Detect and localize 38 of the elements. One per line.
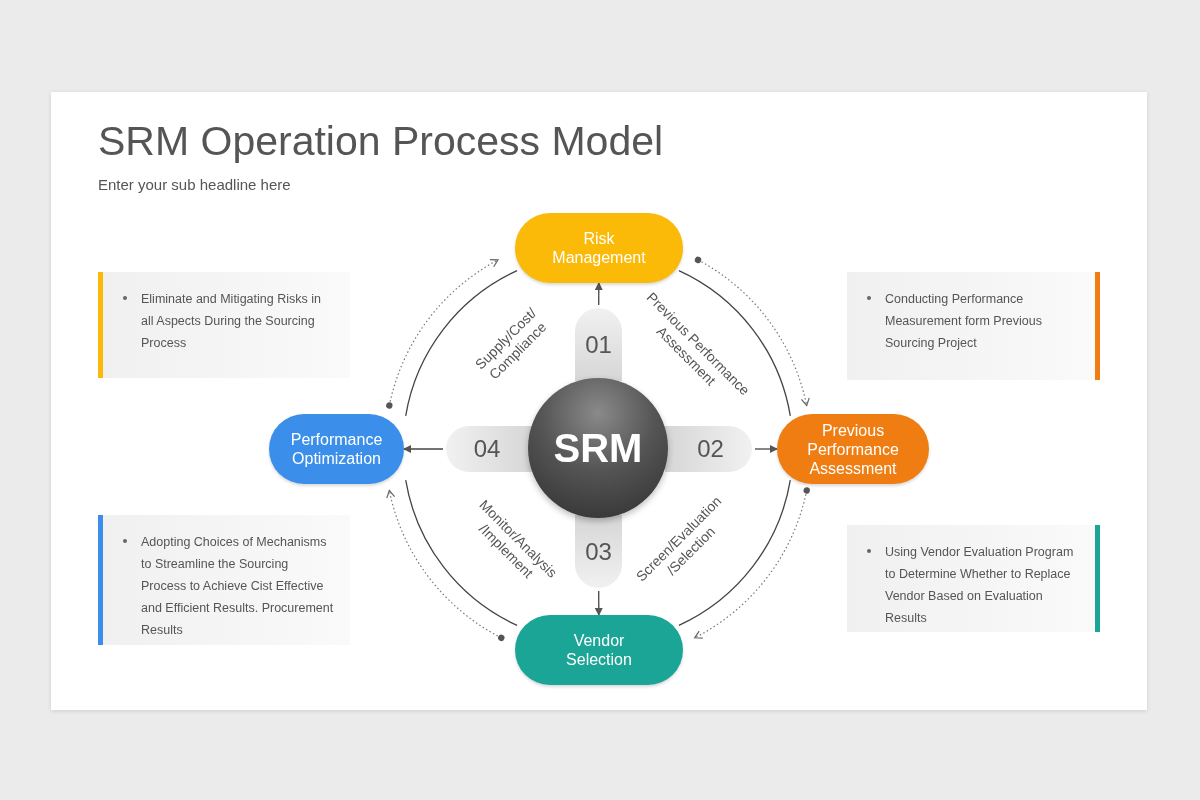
hub-label: SRM — [553, 425, 643, 471]
arrow — [754, 445, 778, 453]
process-pill — [515, 615, 683, 685]
title: SRM Operation Process Model — [98, 118, 664, 165]
step-number: 01 — [585, 330, 612, 359]
connector-line — [678, 479, 791, 627]
note-text: Adopting Choices of Mechanisms to Streamline the Sourcing Process to Achieve Cist Effective and Efficient Results. Procurement Results — [141, 534, 335, 639]
step-number: 03 — [585, 537, 612, 566]
dotted-arrow — [694, 487, 810, 639]
process-pill — [515, 213, 683, 283]
arrow — [594, 282, 603, 306]
step-label: Performance Optimization — [289, 430, 384, 468]
connector-line — [678, 269, 791, 417]
arrow — [403, 445, 444, 453]
arrow — [594, 590, 603, 616]
connector-line — [405, 269, 518, 417]
connector-line — [405, 479, 518, 627]
dotted-arrow — [386, 489, 505, 641]
dotted-arrow — [694, 256, 810, 407]
note-text: Eliminate and Mitigating Risks in all Aspects During the Sourcing Process — [141, 291, 322, 352]
step-number: 04 — [473, 435, 501, 463]
number-arm — [575, 308, 622, 381]
process-pill — [777, 414, 929, 484]
note-card — [98, 515, 350, 645]
step-number: 02 — [697, 435, 724, 463]
step-label: Risk Management — [551, 229, 647, 267]
note-card — [98, 272, 350, 378]
step-label: Previous Performance Assessment — [806, 420, 900, 478]
number-arm — [665, 426, 752, 472]
note-text: Using Vendor Evaluation Program to Determine Whether to Replace Vendor Based on Evaluation Results — [885, 544, 1075, 627]
note-card — [847, 272, 1100, 380]
number-arm — [575, 515, 622, 588]
step-label: Vendor Selection — [565, 631, 633, 669]
subtitle: Enter your sub headline here — [98, 176, 291, 193]
note-card — [847, 525, 1100, 632]
note-text: Conducting Performance Measurement form Previous Sourcing Project — [885, 291, 1043, 352]
dotted-arrow — [386, 259, 499, 409]
number-arm — [446, 426, 532, 472]
